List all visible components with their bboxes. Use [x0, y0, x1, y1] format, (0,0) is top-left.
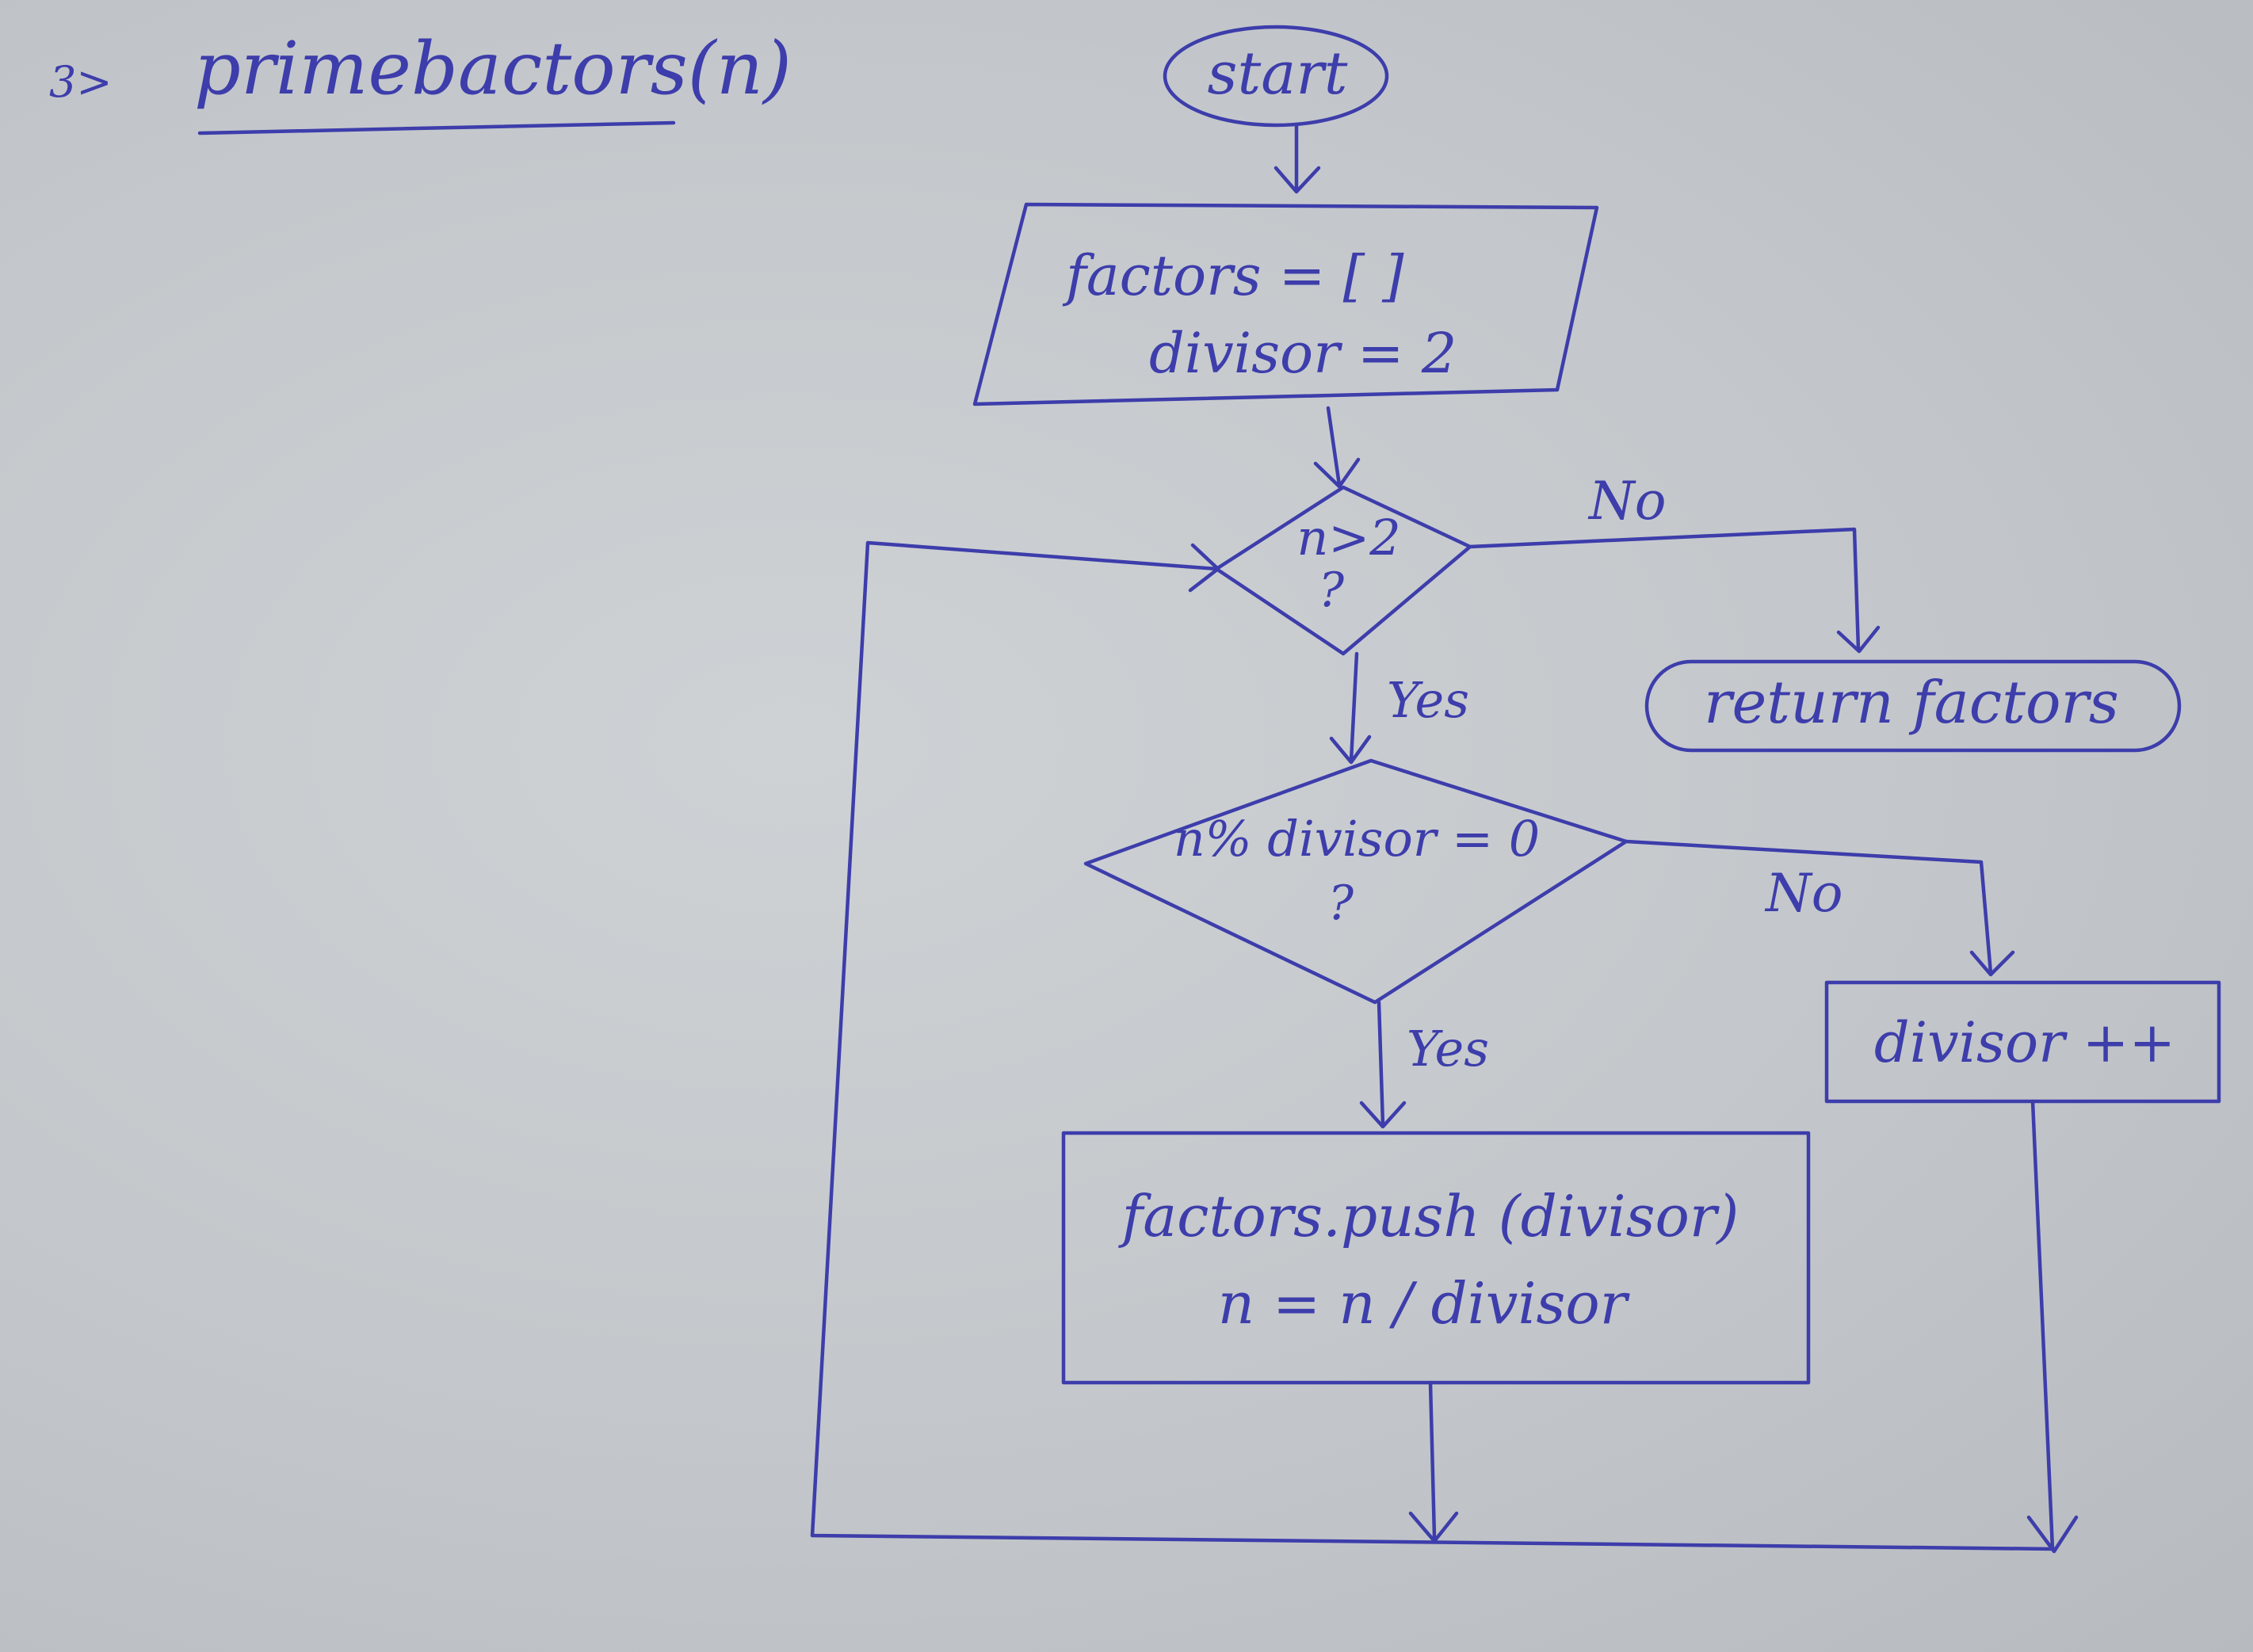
return-label: return factors — [1704, 669, 2119, 737]
decision-div-line2: ? — [1328, 876, 1354, 931]
heading-underline — [197, 120, 676, 135]
init-line-divisor: divisor = 2 — [1149, 321, 1457, 386]
label-cond-div-no: No — [1764, 863, 1843, 924]
heading: 3> primebactors(n) — [49, 26, 792, 135]
loop-back-line — [810, 540, 2056, 1551]
return-terminal: return factors — [1644, 659, 2182, 753]
increment-process: divisor ++ — [1824, 980, 2221, 1104]
arrowhead-start-to-init — [1274, 166, 1321, 194]
push-box — [1061, 1131, 1811, 1385]
init-parallelogram — [972, 202, 1599, 406]
arrowhead-init-to-cond-n — [1313, 457, 1361, 489]
increment-label: divisor ++ — [1874, 1010, 2175, 1075]
init-line-factors: factors = [ ] — [1062, 243, 1404, 308]
label-cond-div-yes: Yes — [1407, 1020, 1489, 1078]
start-terminal: start — [1163, 25, 1389, 128]
arrow-cond-n-yes — [1349, 651, 1359, 763]
line-increment-down — [2030, 1099, 2055, 1551]
push-line1: factors.push (divisor) — [1118, 1183, 1739, 1249]
arrow-cond-div-yes — [1377, 1000, 1385, 1127]
decision-divisible: n% divisor = 0 ? — [1083, 758, 1629, 1005]
decision-n-line2: ? — [1319, 563, 1345, 618]
increment-box — [1824, 980, 2221, 1104]
arrow-init-to-cond-n — [1326, 406, 1342, 487]
return-oval — [1644, 659, 2182, 753]
decision-n-greater-2: n>2 ? — [1214, 485, 1472, 656]
start-oval — [1163, 25, 1389, 128]
arrow-cond-n-no — [1468, 527, 1861, 652]
label-cond-n-no: No — [1587, 471, 1667, 532]
arrow-cond-div-no — [1624, 839, 1993, 975]
arrowhead-cond-n-yes — [1329, 734, 1372, 765]
line-push-down — [1428, 1380, 1437, 1539]
push-line2: n = n / divisor — [1218, 1270, 1630, 1337]
decision-n-diamond — [1214, 485, 1472, 656]
arrowhead-increment-down — [2026, 1515, 2079, 1554]
arrowhead-cond-div-no — [1969, 950, 2015, 977]
push-process: factors.push (divisor) n = n / divisor — [1061, 1131, 1811, 1385]
decision-div-line1: n% divisor = 0 — [1174, 810, 1541, 868]
decision-div-diamond — [1083, 758, 1629, 1005]
init-process: factors = [ ] divisor = 2 — [972, 202, 1599, 406]
heading-title: primebactors(n) — [194, 26, 792, 111]
arrowhead-loop-back — [1188, 543, 1220, 593]
start-label: start — [1208, 40, 1348, 108]
heading-number: 3> — [49, 57, 113, 107]
decision-n-line1: n>2 — [1296, 509, 1400, 567]
arrowhead-cond-div-yes — [1359, 1101, 1407, 1129]
arrowhead-cond-n-no — [1836, 625, 1881, 654]
label-cond-n-yes: Yes — [1387, 671, 1469, 729]
